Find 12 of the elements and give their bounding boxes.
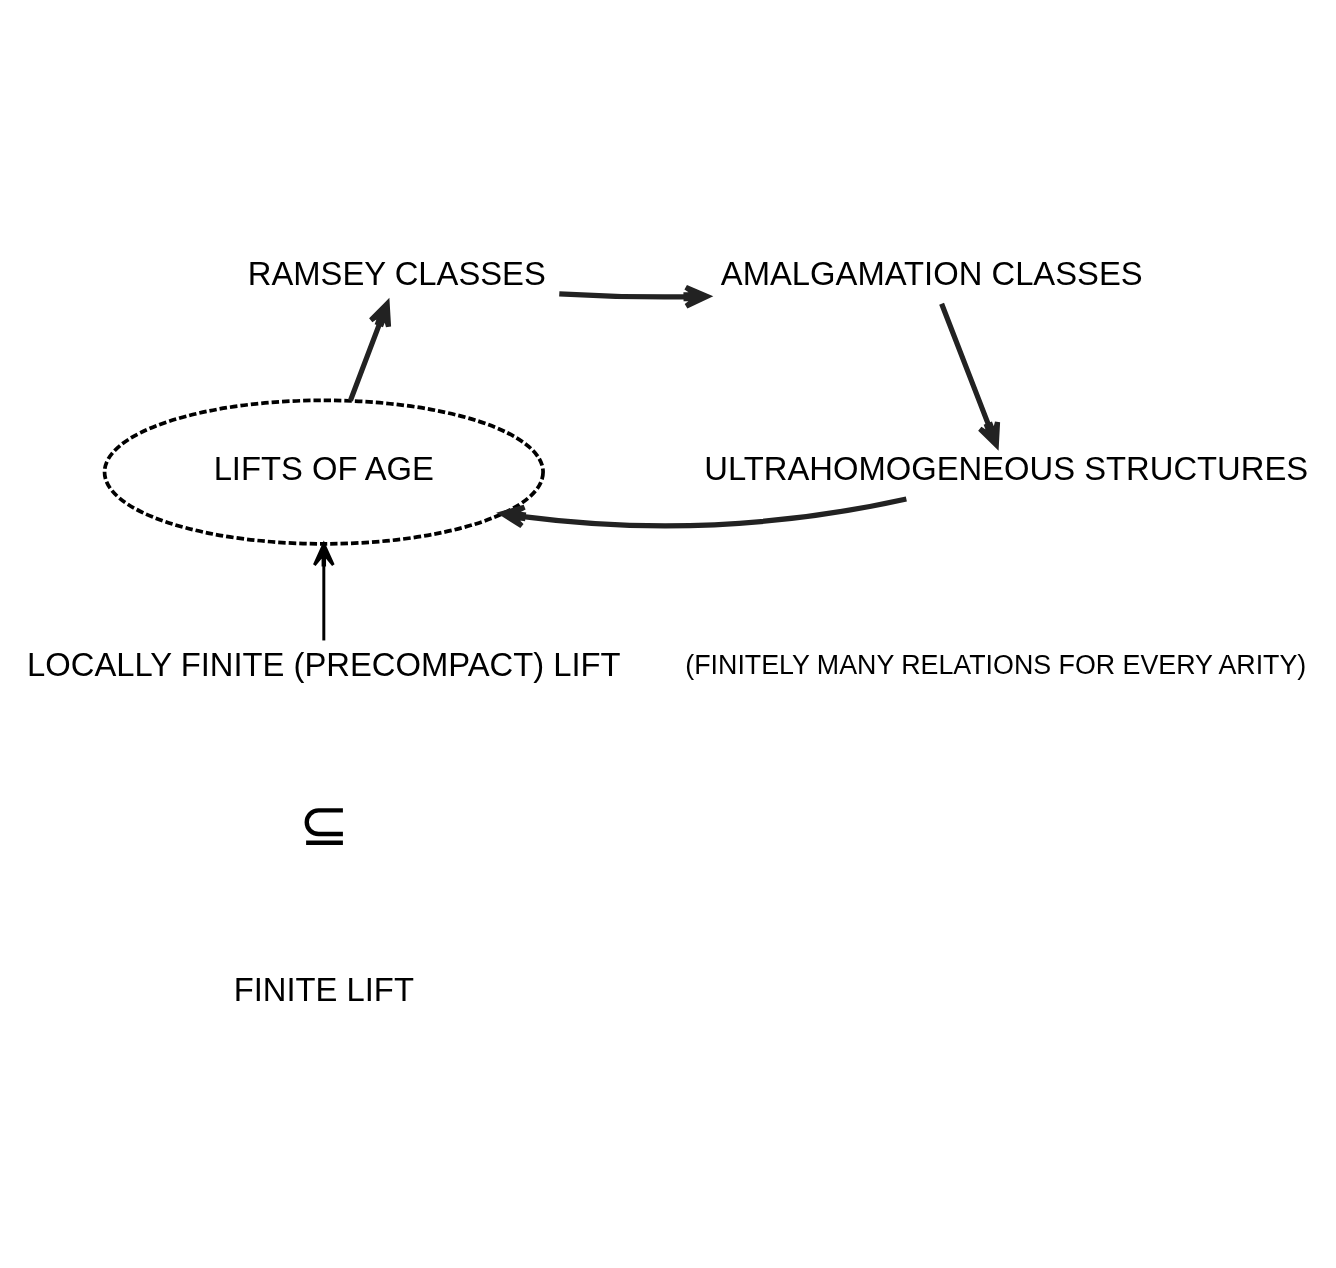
node-text: ULTRAHOMOGENEOUS STRUCTURES [704,449,1309,487]
node-ellipse: LIFTS OF AGE [102,397,545,546]
arrow [347,300,392,401]
node-text: LOCALLY FINITE (PRECOMPACT) LIFT [27,645,621,683]
node-text: RAMSEY CLASSES [247,254,546,292]
arrow [312,542,335,640]
label: ⊆ [298,790,349,858]
node-text: FINITE LIFT [233,970,414,1008]
node-text: AMALGAMATION CLASSES [720,254,1143,292]
arrow [939,302,1001,448]
arrow [499,495,907,528]
node-label: (FINITELY MANY RELATIONS FOR EVERY ARITY) [685,649,1307,680]
